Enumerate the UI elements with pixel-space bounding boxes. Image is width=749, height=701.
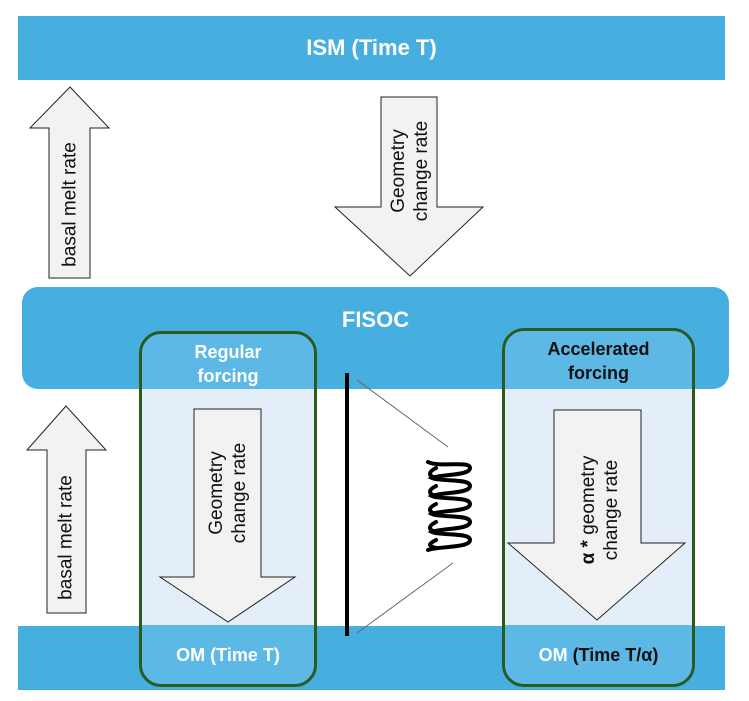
regular-title-line1: Regular bbox=[194, 342, 262, 362]
accel-title-line2: forcing bbox=[568, 363, 629, 383]
connector-line-top bbox=[356, 379, 449, 448]
accelerated-forcing-title: Accelerated forcing bbox=[505, 337, 692, 385]
regular-geometry-line1: Geometry bbox=[206, 451, 227, 535]
accel-geometry-word: geometry bbox=[578, 455, 599, 541]
upper-basal-melt-label: basal melt rate bbox=[59, 142, 81, 267]
spring-icon bbox=[426, 460, 473, 552]
time-t-alpha-label: (Time T/α) bbox=[567, 645, 659, 665]
regular-title-line2: forcing bbox=[197, 366, 259, 386]
regular-geometry-label: Geometry change rate bbox=[205, 433, 251, 553]
alpha-symbol: α * bbox=[578, 540, 599, 565]
accel-geometry-line1: α * geometry bbox=[577, 445, 600, 575]
lower-basal-melt-label: basal melt rate bbox=[55, 475, 77, 600]
upper-geometry-line1: Geometry bbox=[388, 129, 409, 213]
om-time-t-label: OM (Time T) bbox=[176, 645, 280, 665]
regular-forcing-title: Regular forcing bbox=[142, 340, 314, 388]
accel-geometry-line2: change rate bbox=[601, 459, 622, 561]
regular-geometry-line2: change rate bbox=[229, 442, 250, 544]
connector-line-bottom bbox=[356, 562, 454, 634]
ism-bar: ISM (Time T) bbox=[18, 16, 725, 80]
accelerated-geometry-label: α * geometry change rate bbox=[577, 445, 623, 575]
om-time-t-alpha-label: OM (Time T/α) bbox=[505, 645, 692, 666]
upper-geometry-label: Geometry change rate bbox=[387, 111, 433, 231]
ism-label: ISM (Time T) bbox=[306, 35, 437, 60]
upper-geometry-line2: change rate bbox=[411, 120, 432, 222]
om-label: OM bbox=[538, 645, 568, 665]
fisoc-label: FISOC bbox=[341, 307, 410, 332]
accel-title-line1: Accelerated bbox=[547, 339, 650, 359]
